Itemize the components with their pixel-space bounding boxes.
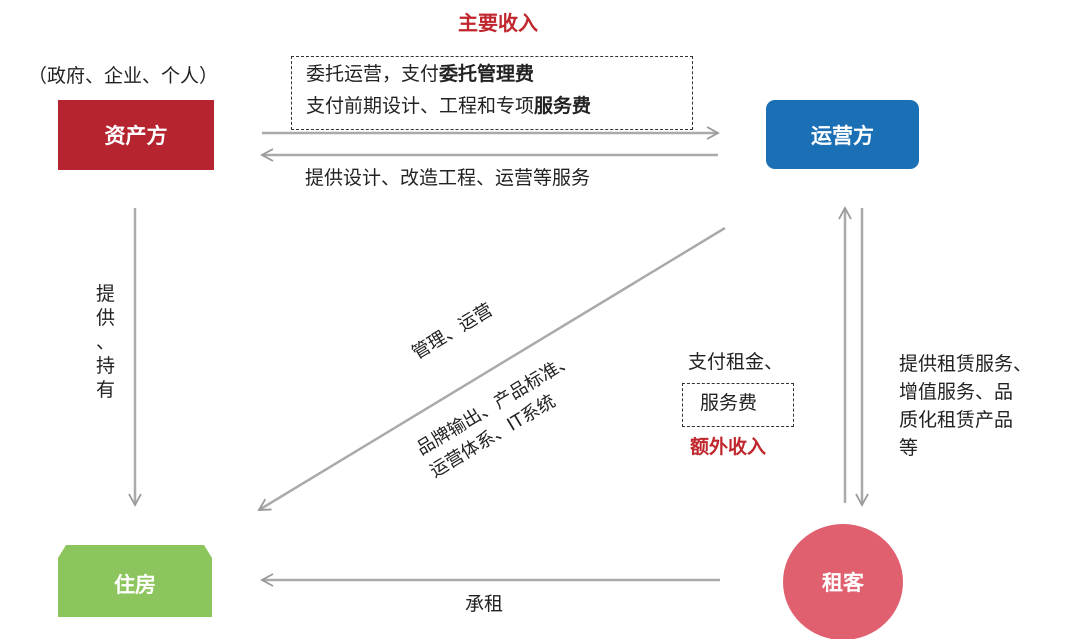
housing-label: 住房 bbox=[114, 572, 156, 597]
fee-box bbox=[291, 56, 693, 130]
operator-services-label: 提供设计、改造工程、运营等服务 bbox=[305, 167, 591, 189]
main-income-title: 主要收入 bbox=[458, 11, 538, 35]
tenant-node: 租客 bbox=[783, 524, 903, 640]
operator-label: 运营方 bbox=[811, 123, 874, 148]
lease-label: 承租 bbox=[465, 593, 504, 615]
extra-income-label: 额外收入 bbox=[690, 436, 767, 458]
arrow-operator-to-housing bbox=[257, 226, 726, 512]
pay-rent-label: 支付租金、 bbox=[688, 351, 784, 373]
asset-owner-label: 资产方 bbox=[104, 124, 168, 148]
tenant-services-label: 提供租赁服务、增值服务、品质化租赁产品等 bbox=[899, 353, 1033, 459]
operator-node: 运营方 bbox=[766, 100, 919, 169]
asset-owner-node: 资产方 bbox=[58, 100, 214, 170]
service-fee-label: 服务费 bbox=[700, 392, 758, 414]
service-fee-box bbox=[682, 383, 794, 427]
housing-shape bbox=[58, 545, 212, 617]
fee-line-2: 支付前期设计、工程和专项服务费 bbox=[306, 95, 592, 117]
tenant-label: 租客 bbox=[822, 571, 864, 595]
housing-node: 住房 bbox=[58, 550, 212, 617]
asset-owner-note: （政府、企业、个人） bbox=[28, 65, 219, 87]
provide-hold-label: 提供、持有 bbox=[96, 283, 116, 401]
tenant-shape bbox=[783, 524, 903, 639]
fee-line-1: 委托运营，支付委托管理费 bbox=[306, 63, 535, 85]
